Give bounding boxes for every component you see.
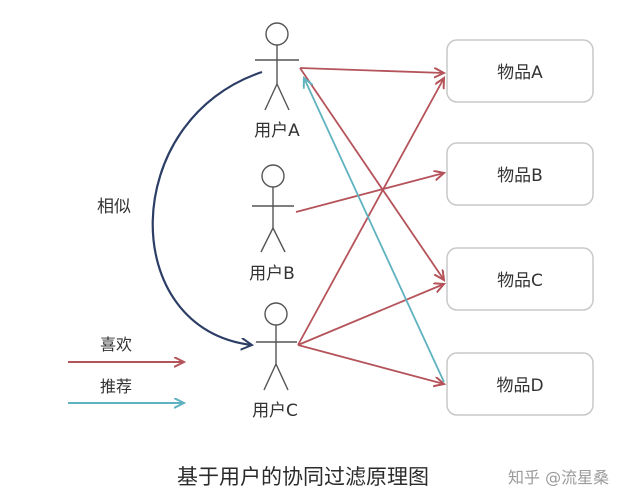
edge-user-c-item-d [297,344,444,384]
edge-user-a-item-a [299,67,444,73]
edge-user-a-item-c [299,67,444,280]
item-b-label: 物品B [497,166,543,186]
user-c: 用户C [252,302,298,421]
item-a-box [446,39,594,103]
user-a-label: 用户A [254,121,300,141]
edge-recommend-item-d-user-a [304,78,445,383]
item-b-box [446,142,594,206]
legend-recommend-label: 推荐 [100,377,132,396]
watermark: 知乎 @流星桑 [508,468,609,487]
similarity-arrow [151,70,263,345]
diagram-caption: 基于用户的协同过滤原理图 [177,465,429,489]
legend-like-label: 喜欢 [100,335,132,354]
edge-user-b-item-b [295,173,444,213]
user-b-label: 用户B [249,264,295,284]
edge-user-c-item-c [297,284,444,346]
item-b: 物品B [446,142,594,206]
user-c-stick-figure-icon [256,302,297,391]
like-edges [295,67,444,384]
item-c: 物品C [446,247,594,311]
item-a: 物品A [446,39,594,103]
user-c-label: 用户C [252,401,298,421]
item-d: 物品D [446,352,594,416]
item-c-label: 物品C [497,271,543,291]
legend: 喜欢 推荐 [68,335,184,403]
item-d-label: 物品D [496,376,543,396]
edge-user-c-item-a [297,78,444,346]
user-a: 用户A [254,22,300,141]
item-c-box [446,247,594,311]
similarity-label: 相似 [97,197,131,217]
user-b: 用户B [249,164,295,284]
user-b-stick-figure-icon [252,164,294,253]
user-a-stick-figure-icon [255,22,299,111]
item-d-box [446,352,594,416]
item-a-label: 物品A [497,63,543,83]
